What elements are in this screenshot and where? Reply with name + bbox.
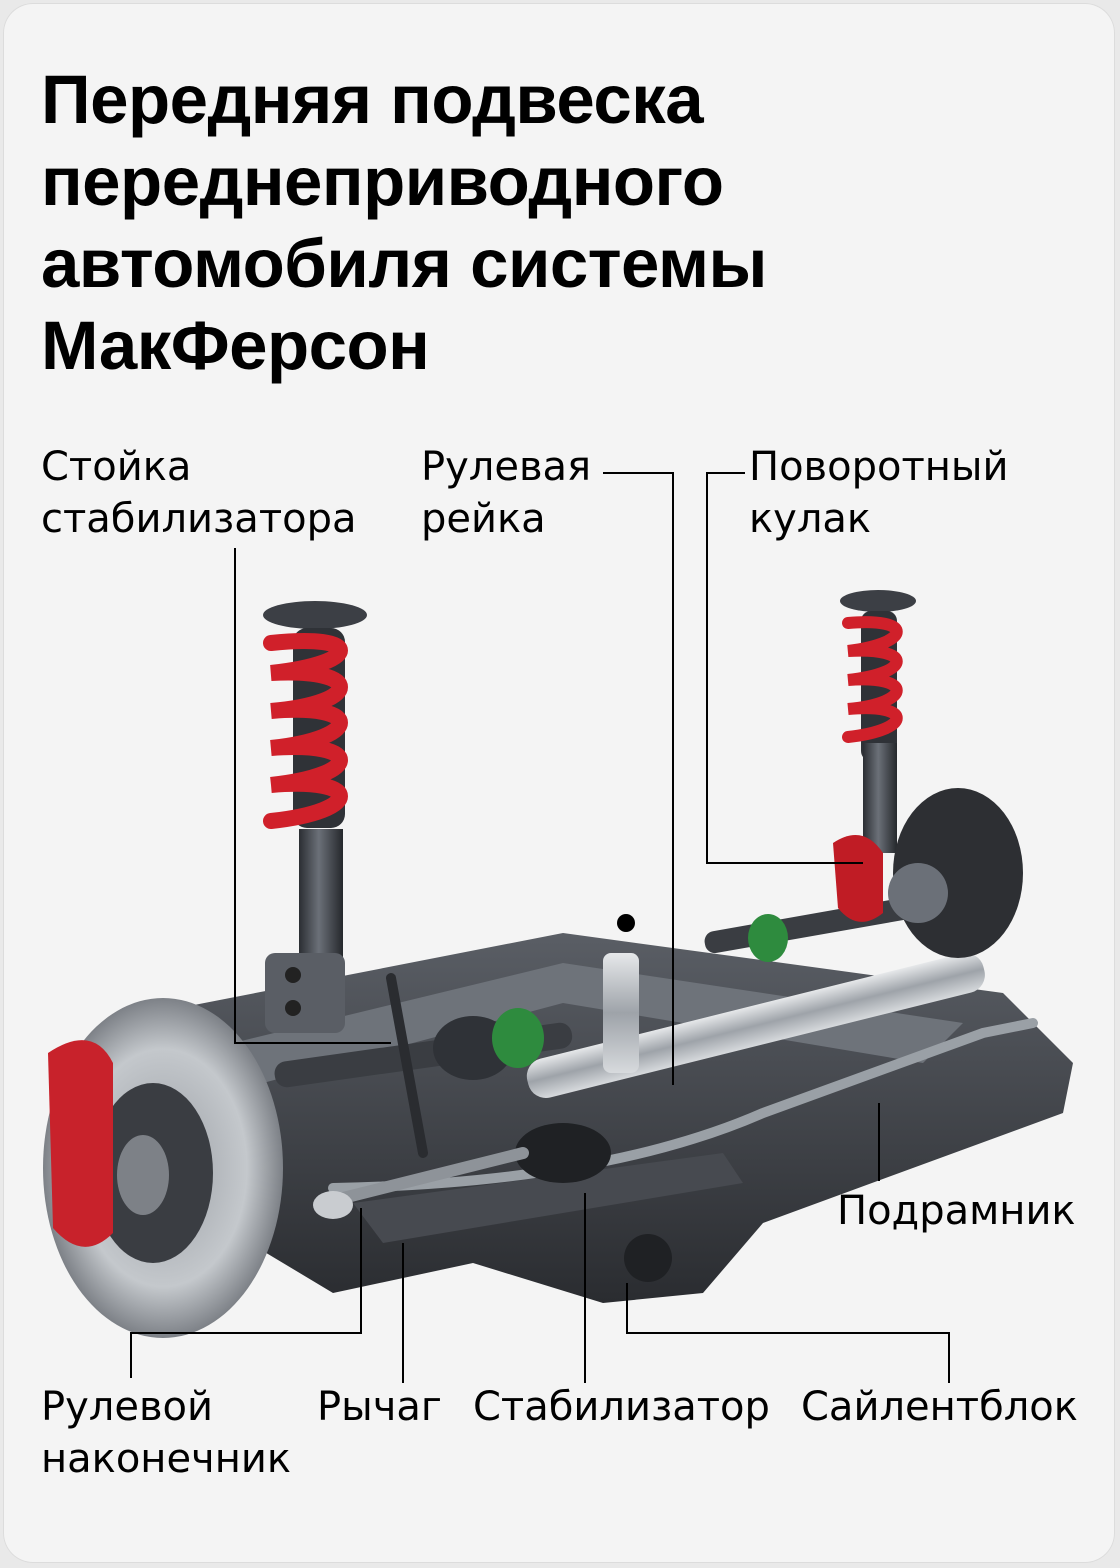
label-silent-block-line1: Сайлентблок <box>801 1384 1078 1430</box>
label-tie-rod-end-line2: наконечник <box>41 1436 291 1482</box>
stabilizer-link-shape <box>386 973 428 1158</box>
label-subframe-line1: Подрамник <box>837 1188 1076 1234</box>
label-stabilizer-link: Стойка стабилизатора <box>41 441 357 545</box>
label-steering-knuckle: Поворотный кулак <box>749 441 1009 545</box>
left-strut <box>263 601 367 1033</box>
drive-shaft-left <box>274 1008 573 1088</box>
label-steering-rack-line1: Рулевая <box>421 444 592 490</box>
label-tie-rod-end: Рулевой наконечник <box>41 1381 291 1485</box>
title-line-1: Передняя подвеска <box>41 61 704 138</box>
label-steering-rack: Рулевая рейка <box>421 441 591 545</box>
right-knuckle-shape <box>833 788 1023 958</box>
right-strut <box>840 590 916 853</box>
leader-silent-block <box>626 1283 950 1383</box>
label-control-arm-line1: Рычаг <box>317 1384 442 1430</box>
title-line-4: МакФерсон <box>41 307 430 384</box>
leader-tie-rod-end <box>130 1208 362 1378</box>
title-line-2: переднеприводного <box>41 143 724 220</box>
label-subframe: Подрамник <box>837 1185 1076 1237</box>
leader-lines <box>130 472 950 1383</box>
label-silent-block: Сайлентблок <box>801 1381 1078 1433</box>
label-tie-rod-end-line1: Рулевой <box>41 1384 214 1430</box>
label-stabilizer-bar: Стабилизатор <box>473 1381 770 1433</box>
label-steering-knuckle-line1: Поворотный <box>749 444 1009 490</box>
label-steering-rack-line2: рейка <box>421 496 546 542</box>
label-control-arm: Рычаг <box>317 1381 442 1433</box>
leader-steering-knuckle <box>706 472 863 864</box>
label-stabilizer-link-line2: стабилизатора <box>41 496 357 542</box>
suspension-illustration <box>43 472 1073 1383</box>
tie-rod-end-shape <box>313 1147 529 1219</box>
leader-steering-rack <box>603 472 674 1085</box>
leader-stabilizer-link <box>234 548 391 1044</box>
steering-rack-shape <box>515 914 985 1183</box>
silent-block-shape <box>624 1234 672 1282</box>
title-line-3: автомобиля системы <box>41 225 767 302</box>
label-stabilizer-link-line1: Стойка <box>41 444 192 490</box>
label-stabilizer-bar-line1: Стабилизатор <box>473 1384 770 1430</box>
left-brake-disc <box>43 998 283 1338</box>
label-steering-knuckle-line2: кулак <box>749 496 872 542</box>
page-title: Передняя подвеска переднеприводного авто… <box>41 59 1041 387</box>
diagram-card: Передняя подвеска переднеприводного авто… <box>3 3 1115 1563</box>
